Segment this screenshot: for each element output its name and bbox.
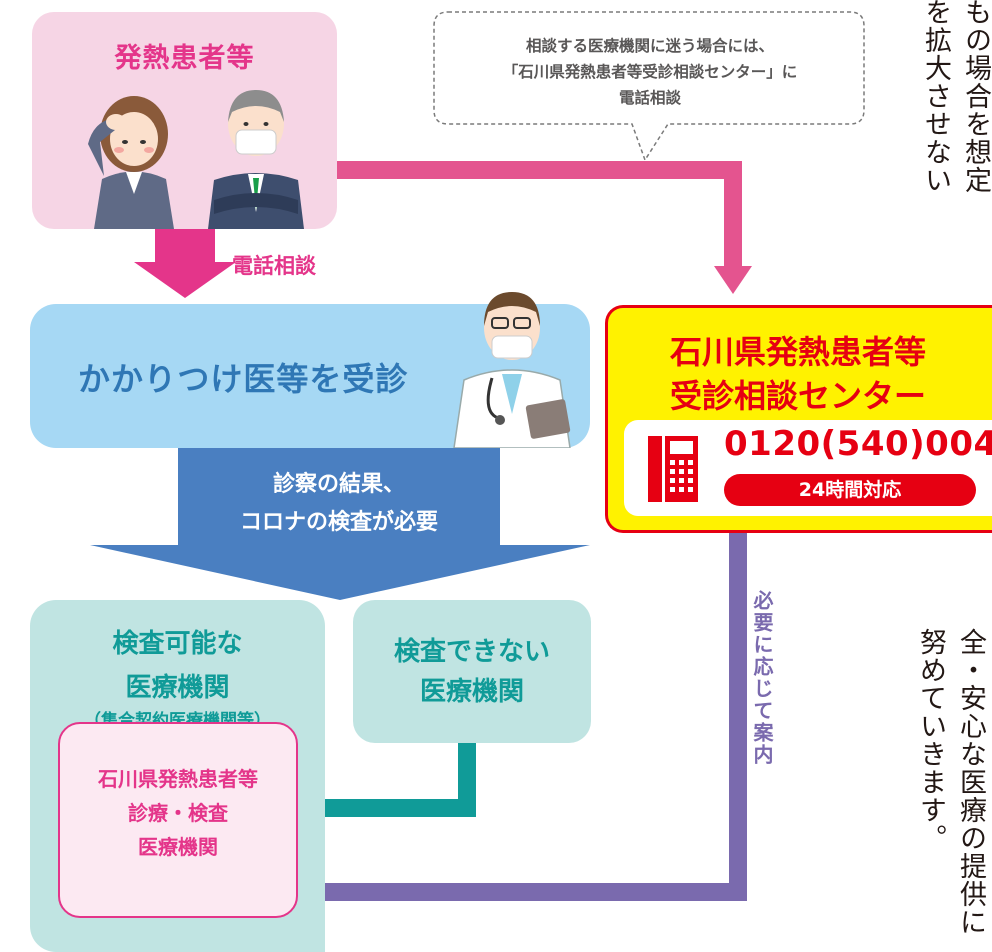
man-patient-illustration: [208, 90, 304, 229]
not-capable-line-1: 検査できない: [393, 637, 550, 667]
pink-arrowhead: [714, 266, 752, 294]
patients-box: 発熱患者等: [32, 12, 337, 229]
testing-capable-line-2: 医療機関: [125, 673, 230, 703]
designated-facility-box: 石川県発熱患者等 診療・検査 医療機関: [58, 722, 298, 918]
tel-area: 0120(540)004 24時間対応: [624, 420, 992, 516]
center-title-line-2: 受診相談センター: [669, 377, 926, 415]
family-doctor-box: かかりつけ医等を受診: [30, 292, 590, 448]
phone-consult-label: 電話相談: [232, 254, 316, 278]
center-title: 石川県発熱患者等 受診相談センター: [608, 330, 988, 418]
result-text: 診察の結果、 コロナの検査が必要: [178, 466, 500, 542]
result-line-2: コロナの検査が必要: [239, 510, 438, 535]
hours-badge: 24時間対応: [724, 474, 976, 506]
testing-capable-title: 検査可能な 医療機関: [30, 622, 325, 710]
bubble-text: 相談する医療機関に迷う場合には、 「石川県発熱患者等受診相談センター」に 電話相…: [440, 33, 860, 111]
testing-not-capable-box: 検査できない 医療機関: [353, 600, 591, 743]
consultation-center-box: 石川県発熱患者等 受診相談センター 0120(540)004 24時間対応: [605, 305, 992, 533]
result-arrow-shape: [90, 448, 590, 600]
designated-line-1: 石川県発熱患者等: [98, 767, 258, 791]
teal-connector: [322, 743, 476, 817]
not-capable-line-2: 医療機関: [419, 677, 524, 707]
phone-icon: [648, 436, 698, 502]
designated-line-2: 診療・検査: [128, 801, 228, 825]
family-doctor-title: かかりつけ医等を受診: [78, 360, 409, 398]
testing-capable-box: 検査可能な 医療機関 （集合契約医療機関等） 石川県発熱患者等 診療・検査 医療…: [30, 600, 325, 952]
margin-text-top: もの場合を想定 を拡大させない: [915, 0, 992, 194]
tel-number[interactable]: 0120(540)004: [724, 424, 992, 464]
woman-patient-illustration: [88, 96, 174, 229]
margin-bottom-col-2: 努めていきます。: [915, 628, 946, 852]
bubble-line-3: 電話相談: [618, 89, 681, 107]
guidance-label: 必要に応じて案内: [750, 590, 774, 766]
doctor-illustration: [453, 292, 571, 448]
margin-text-bottom: 全・安心な医療の提供に 努めていきます。: [910, 628, 990, 936]
designated-line-3: 医療機関: [138, 835, 218, 859]
patients-title: 発熱患者等: [114, 43, 255, 74]
purple-connector: [322, 533, 747, 901]
pink-connector: [337, 161, 742, 270]
testing-capable-line-1: 検査可能な: [112, 629, 243, 659]
testing-not-capable-title: 検査できない 医療機関: [353, 632, 591, 712]
center-title-line-1: 石川県発熱患者等: [669, 333, 926, 371]
result-line-1: 診察の結果、: [272, 472, 405, 497]
margin-bottom-col-1: 全・安心な医療の提供に: [955, 628, 986, 936]
phone-arrow-shaft: [155, 229, 215, 263]
bubble-line-1: 相談する医療機関に迷う場合には、: [525, 37, 774, 55]
bubble-line-2: 「石川県発熱患者等受診相談センター」に: [502, 63, 798, 81]
speech-bubble: [433, 11, 865, 162]
designated-text: 石川県発熱患者等 診療・検査 医療機関: [60, 762, 296, 864]
phone-arrow-head: [134, 262, 236, 298]
margin-top-col-1: もの場合を想定: [960, 0, 991, 194]
margin-top-col-2: を拡大させない: [920, 0, 951, 194]
